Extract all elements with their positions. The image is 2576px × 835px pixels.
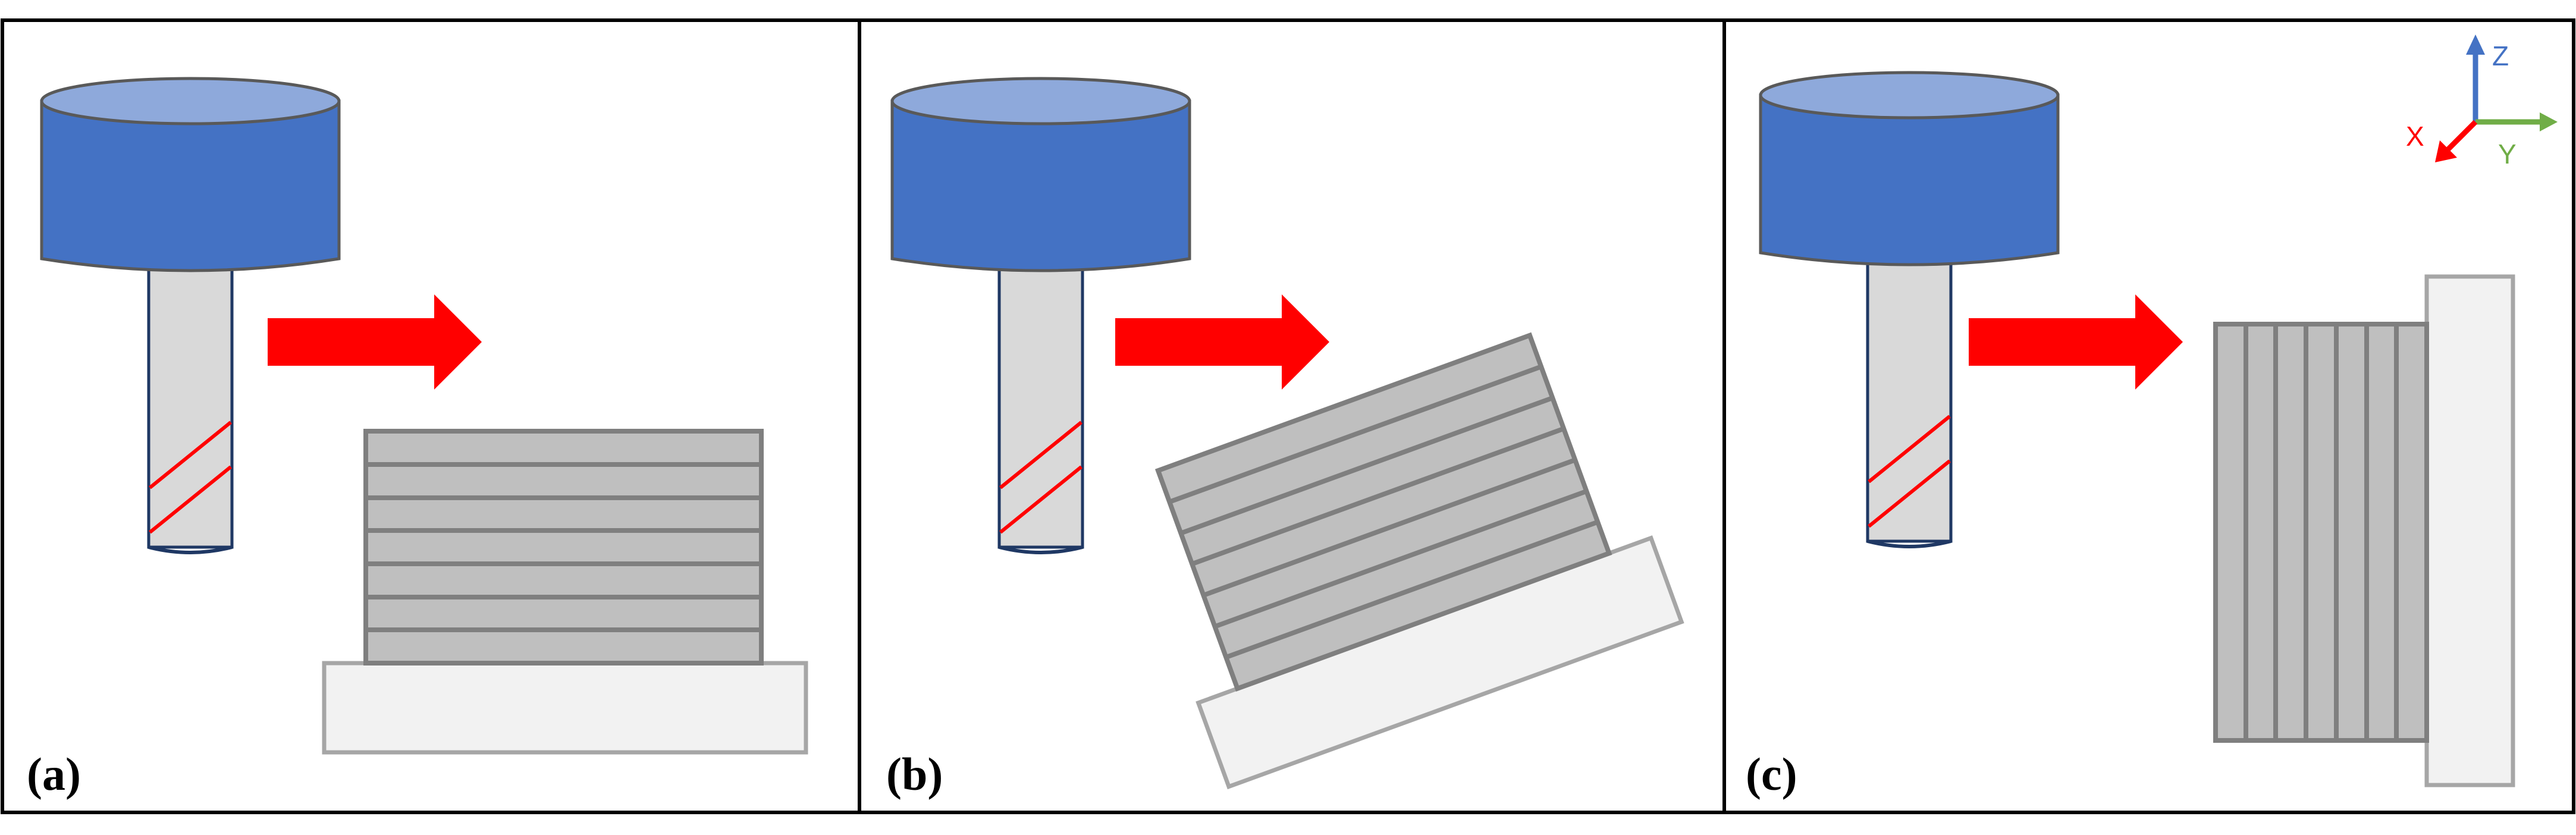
- z-axis-arrowhead: [2466, 34, 2485, 55]
- base-plate-a: [324, 663, 806, 752]
- x-axis-arrowhead: [2435, 140, 2457, 162]
- coordinate-axes: Z Y X: [2406, 34, 2558, 169]
- x-axis-label: X: [2406, 121, 2424, 152]
- panel-a: (a): [27, 79, 806, 800]
- panel-label-c: (c): [1746, 748, 1797, 800]
- panel-c: (c) Z Y X: [1746, 34, 2558, 800]
- layered-part-c: [2213, 322, 2429, 743]
- panel-label-b: (b): [886, 748, 943, 800]
- x-axis-arrow: [2444, 120, 2478, 153]
- y-axis-arrowhead: [2540, 112, 2558, 131]
- layered-part-a: [366, 431, 761, 663]
- z-axis-label: Z: [2492, 40, 2509, 71]
- base-plate-c: [2424, 274, 2515, 787]
- y-axis-label: Y: [2498, 139, 2517, 169]
- panel-label-a: (a): [27, 748, 81, 800]
- panel-b: (b): [886, 79, 1681, 800]
